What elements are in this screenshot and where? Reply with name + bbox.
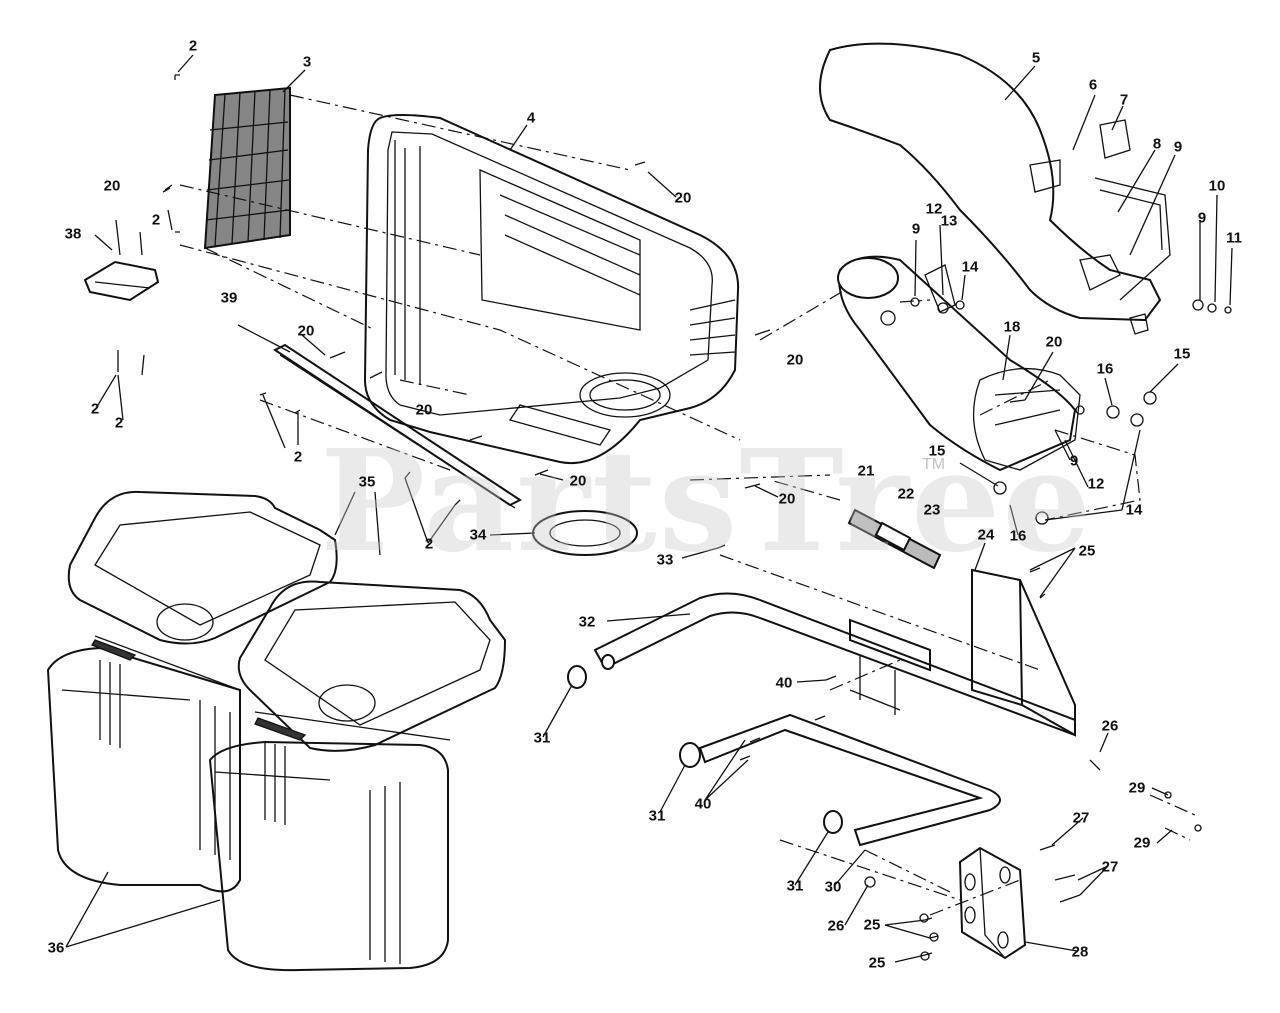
callout-30: 30 (824, 878, 842, 896)
callout-2: 2 (114, 414, 124, 432)
bag-tops-part-35 (67, 490, 507, 752)
callout-14: 14 (1125, 501, 1143, 519)
trademark-mark: TM (922, 456, 946, 473)
callout-2: 2 (151, 211, 161, 229)
callout-2: 2 (293, 448, 303, 466)
callout-22: 22 (897, 485, 915, 503)
callout-32: 32 (578, 613, 596, 631)
callout-16: 16 (1009, 527, 1027, 545)
callout-5: 5 (1031, 49, 1041, 67)
callout-2: 2 (424, 535, 434, 553)
callout-31: 31 (648, 807, 666, 825)
fasteners (115, 74, 1232, 961)
callout-33: 33 (656, 551, 674, 569)
callout-36: 36 (47, 939, 65, 957)
callout-12: 12 (925, 200, 943, 218)
callout-20: 20 (415, 401, 433, 419)
callout-9: 9 (1173, 138, 1183, 156)
callout-20: 20 (778, 490, 796, 508)
callout-18: 18 (1003, 318, 1021, 336)
bags-part-36 (46, 635, 451, 972)
callout-35: 35 (358, 473, 376, 491)
callout-27: 27 (1101, 858, 1119, 876)
callout-3: 3 (302, 53, 312, 71)
callout-9: 9 (911, 220, 921, 238)
callout-9: 9 (1069, 452, 1079, 470)
callout-21: 21 (857, 462, 875, 480)
callout-11: 11 (1226, 229, 1242, 247)
bracket-part-28 (958, 846, 1027, 960)
callout-26: 26 (827, 917, 845, 935)
callout-25: 25 (863, 916, 881, 934)
callout-7: 7 (1119, 91, 1129, 109)
callout-24: 24 (977, 526, 995, 544)
frame-part-32 (593, 592, 1076, 847)
callout-29: 29 (1128, 779, 1146, 797)
callout-40: 40 (694, 795, 712, 813)
callout-13: 13 (940, 212, 958, 230)
plate-part-24 (971, 568, 1076, 737)
callout-26: 26 (1101, 717, 1119, 735)
callout-25: 25 (868, 954, 886, 972)
callout-20: 20 (297, 322, 315, 340)
callout-20: 20 (103, 177, 121, 195)
callout-20: 20 (1045, 333, 1063, 351)
callout-2: 2 (188, 37, 198, 55)
callout-20: 20 (569, 472, 587, 490)
callout-15: 15 (1173, 345, 1191, 363)
callout-28: 28 (1071, 943, 1089, 961)
callout-31: 31 (533, 729, 551, 747)
watermark: PartsTree (320, 420, 1094, 584)
callout-14: 14 (961, 258, 979, 276)
callout-29: 29 (1133, 834, 1151, 852)
callout-40: 40 (775, 674, 793, 692)
hopper-lid-part-4 (363, 114, 740, 464)
callout-2: 2 (90, 400, 100, 418)
spring-parts-21-23 (847, 508, 942, 570)
callout-27: 27 (1072, 809, 1090, 827)
callout-38: 38 (64, 225, 82, 243)
chute-part-5 (819, 42, 1171, 335)
callout-8: 8 (1152, 135, 1162, 153)
callout-6: 6 (1088, 76, 1098, 94)
chute-tube-assembly (837, 255, 1081, 472)
screen-part-3 (203, 86, 291, 250)
callout-20: 20 (786, 351, 804, 369)
callout-39: 39 (220, 289, 238, 307)
callout-23: 23 (923, 501, 941, 519)
callout-10: 10 (1208, 177, 1226, 195)
callout-31: 31 (786, 877, 804, 895)
bracket-part-38 (83, 260, 160, 302)
rail-part-39 (273, 343, 522, 509)
callout-34: 34 (469, 526, 487, 544)
assembly-guide-lines (179, 94, 1196, 916)
callout-9: 9 (1197, 209, 1207, 227)
callout-leaders (65, 54, 1233, 963)
grip-sleeves-part-31 (567, 654, 843, 834)
callout-12: 12 (1087, 475, 1105, 493)
callout-16: 16 (1096, 360, 1114, 378)
callout-15: 15 (928, 442, 946, 460)
callout-25: 25 (1078, 542, 1096, 560)
callout-4: 4 (526, 109, 536, 127)
callout-20: 20 (674, 189, 692, 207)
